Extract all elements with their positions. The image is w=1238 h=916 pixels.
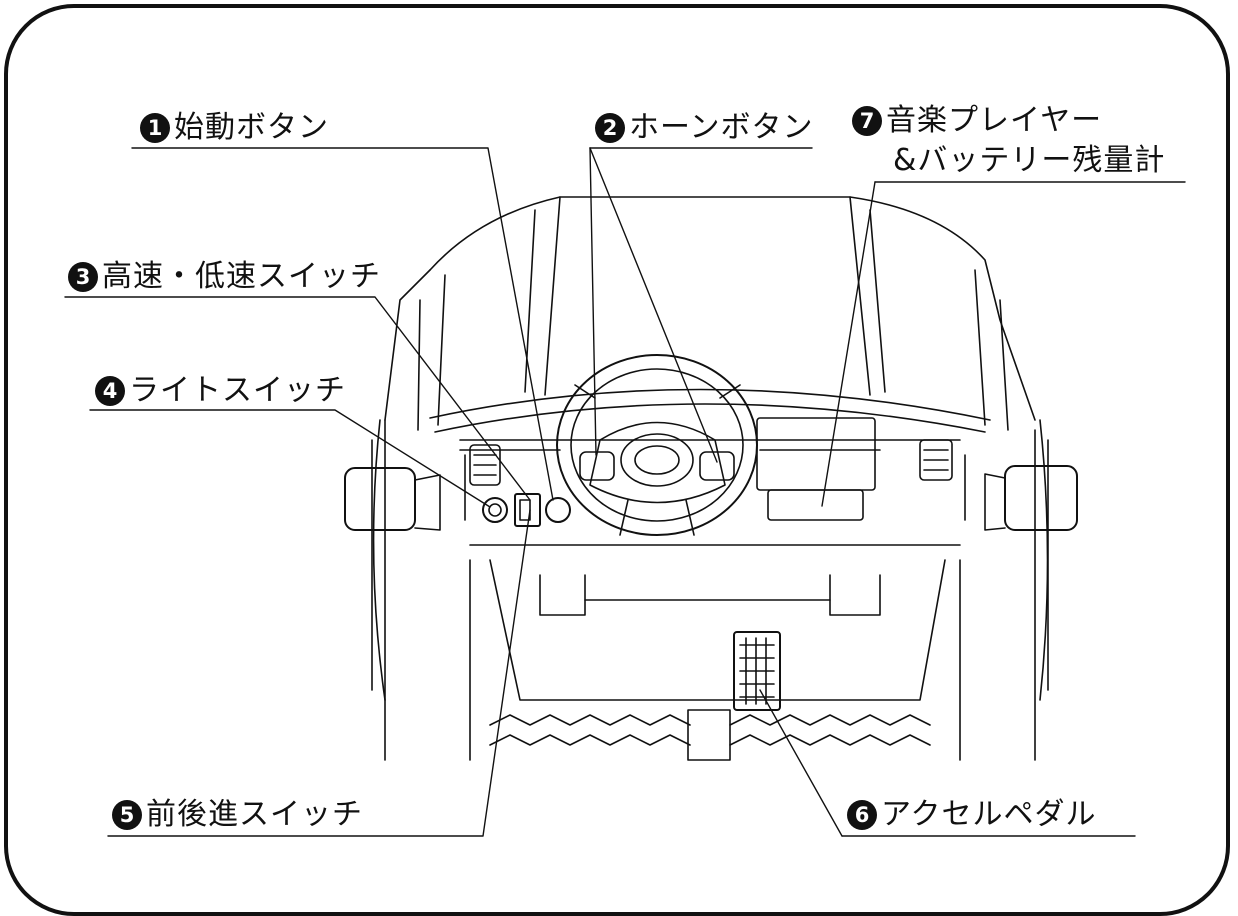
- callout-text-music-player: 音楽プレイヤー: [886, 103, 1103, 138]
- callout-battery-meter: &バッテリー残量計: [893, 144, 1165, 178]
- callout-number-1: 1: [140, 113, 170, 143]
- callout-text-speed-switch: 高速・低速スイッチ: [102, 259, 381, 294]
- callout-text-direction-switch: 前後進スイッチ: [146, 797, 363, 832]
- callout-accelerator-pedal: 6 アクセルペダル: [847, 798, 1097, 832]
- callout-number-7: 7: [852, 106, 882, 136]
- callout-text-light-switch: ライトスイッチ: [129, 373, 346, 408]
- callout-music-player: 7 音楽プレイヤー: [852, 104, 1102, 138]
- callout-direction-switch: 5 前後進スイッチ: [112, 798, 363, 832]
- callout-number-6: 6: [847, 800, 877, 830]
- callout-text-start-button: 始動ボタン: [174, 110, 329, 145]
- callout-text-horn-button: ホーンボタン: [629, 110, 814, 145]
- callout-speed-switch: 3 高速・低速スイッチ: [68, 260, 381, 294]
- diagram-canvas: 1 始動ボタン 2 ホーンボタン 7 音楽プレイヤー &バッテリー残量計 3 高…: [4, 4, 1230, 916]
- callout-horn-button: 2 ホーンボタン: [595, 111, 814, 145]
- callout-text-accelerator-pedal: アクセルペダル: [881, 797, 1097, 832]
- callout-text-battery-meter: &バッテリー残量計: [893, 143, 1166, 178]
- vehicle-drawing: [64, 147, 1186, 837]
- callout-number-4: 4: [95, 376, 125, 406]
- callout-number-5: 5: [112, 800, 142, 830]
- callout-number-3: 3: [68, 262, 98, 292]
- callout-start-button: 1 始動ボタン: [140, 111, 329, 145]
- callout-light-switch: 4 ライトスイッチ: [95, 374, 346, 408]
- callout-number-2: 2: [595, 113, 625, 143]
